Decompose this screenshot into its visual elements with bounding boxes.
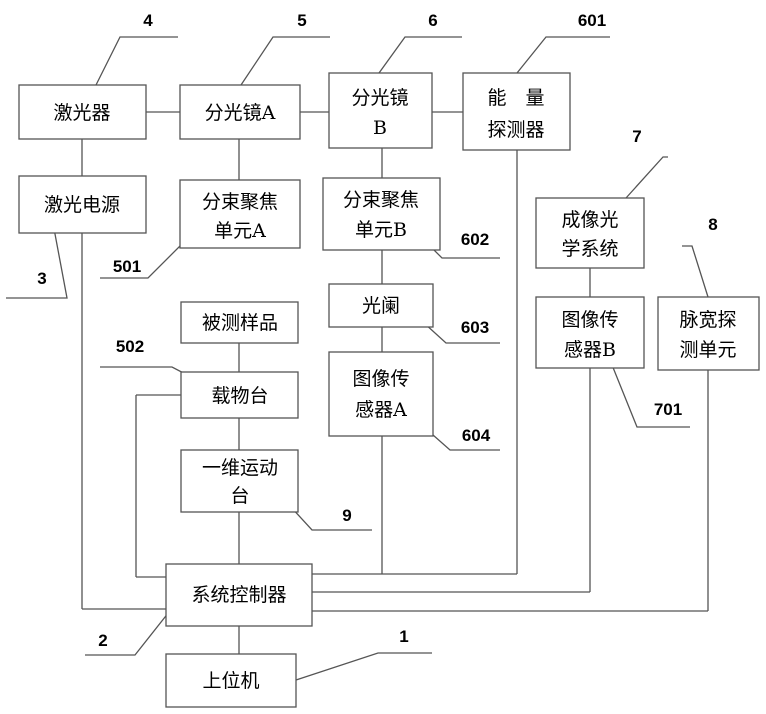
block-sensor-b: 图像传 感器B	[536, 297, 644, 368]
callout-601: 601	[578, 11, 606, 30]
block-pulse-width-detector: 脉宽探 测单元	[658, 297, 759, 370]
label-host: 上位机	[202, 670, 259, 692]
label-pulse-line2: 测单元	[679, 339, 736, 361]
label-sensor-a-line1: 图像传	[352, 368, 409, 390]
callout-602: 602	[461, 230, 489, 249]
block-sensor-a: 图像传 感器A	[329, 352, 433, 436]
label-sample: 被测样品	[202, 312, 278, 334]
block-focus-a: 分束聚焦 单元A	[180, 180, 300, 248]
label-motion-line1: 一维运动	[202, 457, 278, 479]
label-controller: 系统控制器	[191, 584, 286, 606]
block-laser: 激光器	[19, 85, 146, 139]
callout-2: 2	[98, 631, 107, 650]
block-imaging-optics: 成像光 学系统	[536, 198, 644, 268]
label-laser-power: 激光电源	[44, 194, 120, 216]
label-aperture: 光阑	[362, 295, 400, 317]
label-focus-b-line1: 分束聚焦	[343, 189, 419, 211]
block-aperture: 光阑	[329, 284, 433, 327]
callout-4: 4	[143, 11, 153, 30]
label-splitter-b-line2: B	[373, 117, 387, 139]
label-energy-line1: 能 量	[487, 87, 544, 109]
block-sample: 被测样品	[181, 302, 298, 343]
callout-1: 1	[399, 627, 408, 646]
label-imaging-line2: 学系统	[561, 238, 618, 260]
label-stage-carrier: 载物台	[211, 385, 268, 407]
callout-502: 502	[116, 337, 144, 356]
callout-5: 5	[297, 11, 306, 30]
callout-501: 501	[113, 257, 141, 276]
label-splitter-b-line1: 分光镜	[351, 87, 408, 109]
label-imaging-line1: 成像光	[561, 209, 618, 231]
label-splitter-a: 分光镜A	[205, 102, 276, 124]
callout-603: 603	[461, 318, 489, 337]
callout-7: 7	[632, 127, 641, 146]
label-sensor-a-line2: 感器A	[355, 399, 407, 421]
callout-604: 604	[462, 426, 491, 445]
callout-3: 3	[37, 269, 46, 288]
block-energy-detector: 能 量 探测器	[463, 73, 570, 150]
block-1d-motion-stage: 一维运动 台	[181, 450, 298, 512]
block-splitter-a: 分光镜A	[180, 85, 300, 139]
label-laser: 激光器	[53, 102, 110, 124]
callout-8: 8	[708, 215, 717, 234]
block-system-controller: 系统控制器	[166, 564, 312, 626]
label-sensor-b-line2: 感器B	[564, 339, 616, 361]
label-focus-b-line2: 单元B	[355, 219, 407, 241]
callout-6: 6	[428, 11, 437, 30]
callout-701: 701	[654, 400, 682, 419]
label-focus-a-line1: 分束聚焦	[202, 191, 278, 213]
label-motion-line2: 台	[230, 485, 249, 507]
label-pulse-line1: 脉宽探	[679, 309, 736, 331]
block-host-computer: 上位机	[166, 654, 296, 707]
block-splitter-b: 分光镜 B	[329, 73, 432, 148]
label-focus-a-line2: 单元A	[214, 220, 266, 242]
block-stage-carrier: 载物台	[181, 372, 298, 418]
label-energy-line2: 探测器	[487, 119, 544, 141]
block-laser-power: 激光电源	[19, 176, 146, 233]
label-sensor-b-line1: 图像传	[561, 309, 618, 331]
block-focus-b: 分束聚焦 单元B	[323, 178, 440, 250]
callout-9: 9	[342, 506, 351, 525]
